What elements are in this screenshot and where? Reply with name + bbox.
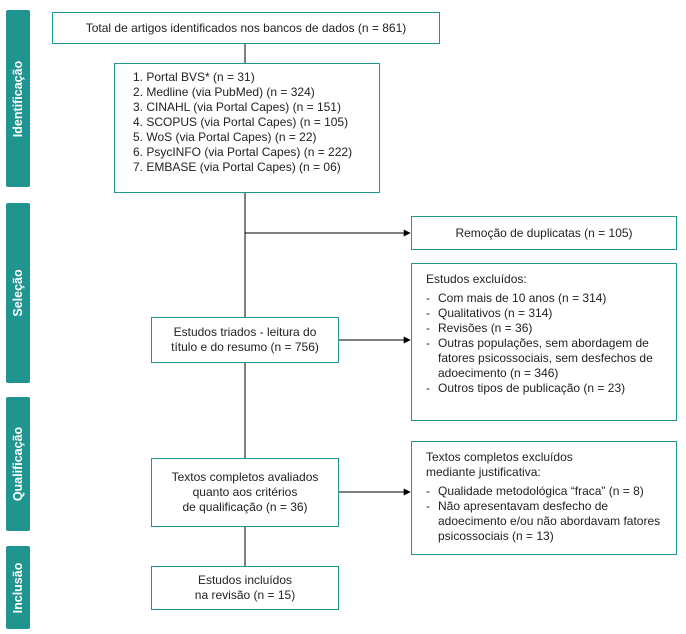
fulltext-line: quanto aos critérios bbox=[192, 485, 298, 499]
database-item: 4. SCOPUS (via Portal Capes) (n = 105) bbox=[133, 115, 349, 129]
excluded-item: -Outros tipos de publicação (n = 23) bbox=[426, 381, 626, 395]
screened-line: Estudos triados - leitura do bbox=[173, 325, 317, 339]
included-box: Estudos incluídos na revisão (n = 15) bbox=[151, 566, 339, 610]
database-item: 7. EMBASE (via Portal Capes) (n = 06) bbox=[133, 160, 341, 174]
phase-bar-qualificacao: Qualificação bbox=[6, 397, 30, 531]
database-item: 2. Medline (via PubMed) (n = 324) bbox=[133, 85, 315, 99]
total-articles-box: Total de artigos identificados nos banco… bbox=[52, 12, 440, 44]
fulltext-line: Textos completos avaliados bbox=[171, 470, 319, 484]
database-item: 5. WoS (via Portal Capes) (n = 22) bbox=[133, 130, 317, 144]
total-articles-text: Total de artigos identificados nos banco… bbox=[85, 20, 407, 35]
duplicates-text: Remoção de duplicatas (n = 105) bbox=[455, 225, 633, 240]
fulltext-evaluated-box: Textos completos avaliados quanto aos cr… bbox=[151, 458, 339, 527]
database-item: 3. CINAHL (via Portal Capes) (n = 151) bbox=[133, 100, 341, 114]
fulltext-excluded-heading: Textos completos excluídos bbox=[426, 450, 573, 464]
database-item: 6. PsycINFO (via Portal Capes) (n = 222) bbox=[133, 145, 353, 159]
excluded-studies-box: Estudos excluídos: -Com mais de 10 anos … bbox=[411, 263, 677, 421]
database-item: 1. Portal BVS* (n = 31) bbox=[133, 70, 255, 84]
excluded-item: -Revisões (n = 36) bbox=[426, 321, 533, 335]
phase-label-identificacao: Identificação bbox=[11, 60, 25, 137]
excluded-item: -Outras populações, sem abordagem de fat… bbox=[426, 336, 653, 380]
phase-bar-selecao: Seleção bbox=[6, 203, 30, 383]
fulltext-excluded-item: -Não apresentavam desfecho de adoeciment… bbox=[426, 499, 661, 543]
phase-bar-identificacao: Identificação bbox=[6, 10, 30, 187]
screened-line: título e do resumo (n = 756) bbox=[171, 340, 319, 354]
phase-label-selecao: Seleção bbox=[11, 269, 25, 317]
excluded-item: -Qualitativos (n = 314) bbox=[426, 306, 553, 320]
phase-label-qualificacao: Qualificação bbox=[11, 426, 25, 502]
phase-label-inclusao: Inclusão bbox=[11, 562, 25, 613]
excluded-heading: Estudos excluídos: bbox=[426, 272, 527, 286]
fulltext-excluded-box: Textos completos excluídos mediante just… bbox=[411, 441, 677, 555]
fulltext-line: de qualificação (n = 36) bbox=[182, 500, 308, 514]
databases-box: 1. Portal BVS* (n = 31) 2. Medline (via … bbox=[114, 63, 380, 193]
included-line: na revisão (n = 15) bbox=[194, 588, 296, 602]
duplicates-box: Remoção de duplicatas (n = 105) bbox=[411, 216, 677, 250]
phase-bar-inclusao: Inclusão bbox=[6, 546, 30, 629]
fulltext-excluded-item: -Qualidade metodológica “fraca” (n = 8) bbox=[426, 484, 644, 498]
included-line: Estudos incluídos bbox=[197, 573, 293, 587]
excluded-item: -Com mais de 10 anos (n = 314) bbox=[426, 291, 607, 305]
screened-box: Estudos triados - leitura do título e do… bbox=[151, 317, 339, 363]
fulltext-excluded-heading: mediante justificativa: bbox=[426, 465, 541, 479]
